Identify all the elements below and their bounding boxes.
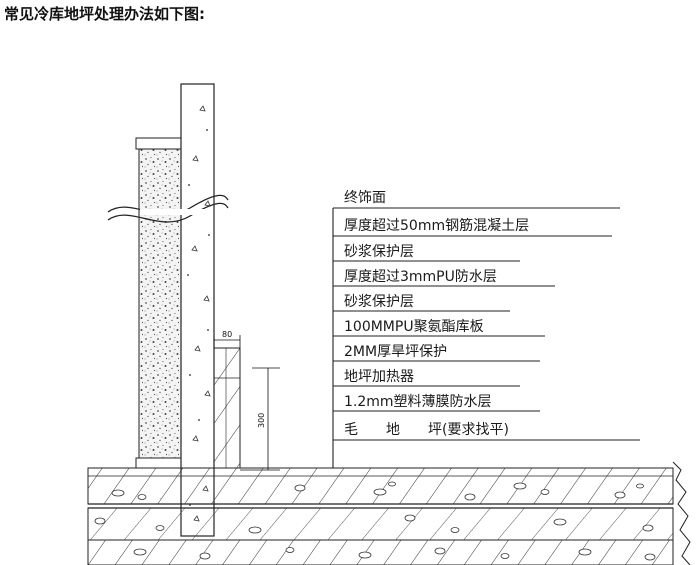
- right-break-edge: [672, 461, 691, 565]
- layer-labels: 终饰面 厚度超过50mm钢筋混凝土层 砂浆保护层 厚度超过3mmPU防水层 砂浆…: [344, 190, 529, 438]
- layer-label-finish: 终饰面: [344, 190, 386, 206]
- layer-label-dry-protection: 2MM厚旱坪保护: [344, 344, 447, 360]
- floor-upstand: [213, 347, 241, 469]
- concrete-column: [180, 83, 215, 537]
- dimension-width-label: 80: [222, 330, 232, 339]
- layer-label-concrete: 厚度超过50mm钢筋混凝土层: [344, 217, 529, 234]
- layer-label-rough-floor: 毛 地 坪(要求找平): [344, 422, 509, 438]
- aggregate-pebbles: [94, 481, 656, 561]
- layer-label-pu-waterproof: 厚度超过3mmPU防水层: [344, 269, 497, 285]
- page-title: 常见冷库地坪处理办法如下图:: [4, 5, 205, 23]
- dimension-height: 300: [240, 367, 280, 471]
- dimension-height-label: 300: [257, 413, 266, 428]
- layer-label-mortar-1: 砂浆保护层: [344, 244, 414, 260]
- dimension-width: 80: [213, 330, 241, 348]
- layer-label-mortar-2: 砂浆保护层: [344, 294, 414, 310]
- wall-insulation-panel: [135, 137, 185, 469]
- layer-label-plastic-film: 1.2mm塑料薄膜防水层: [344, 394, 492, 410]
- layer-label-floor-heater: 地坪加热器: [344, 369, 414, 385]
- layer-separators: [333, 207, 640, 441]
- floor-slabs: [87, 467, 674, 565]
- layer-label-pu-panel: 100MMPU聚氨酯库板: [344, 319, 484, 335]
